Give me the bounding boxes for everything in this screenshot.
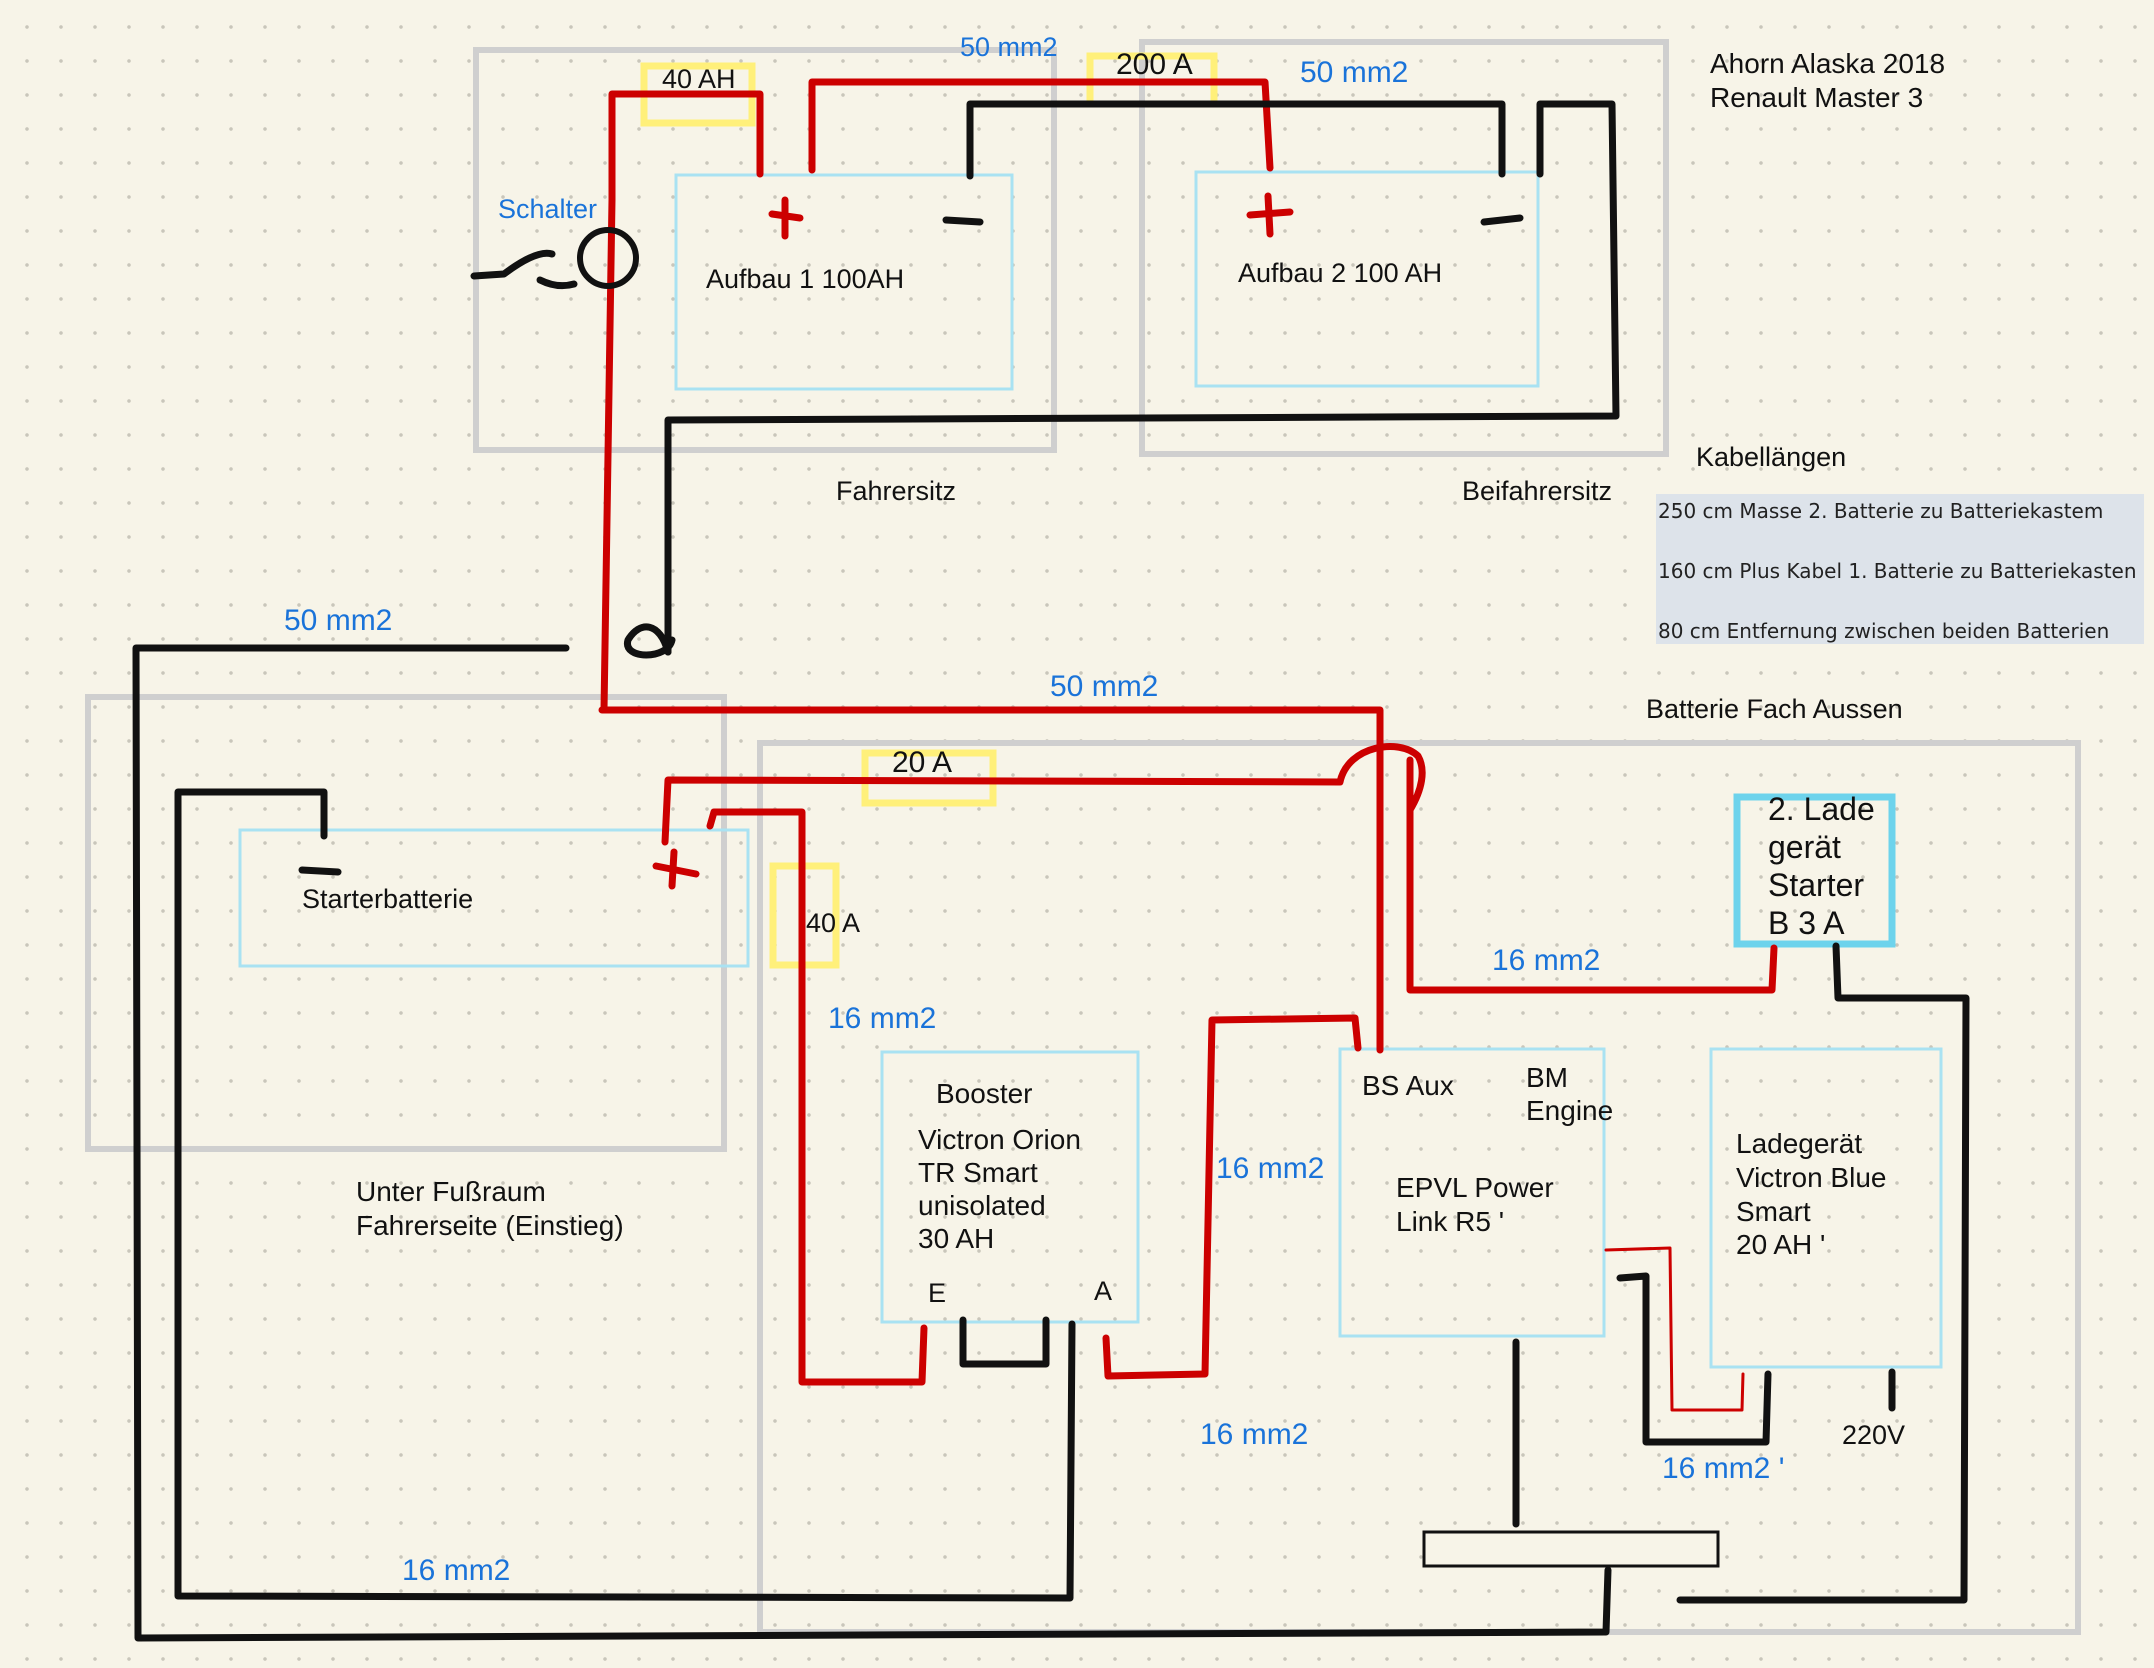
charger-2-label-1: 2. Lade xyxy=(1768,791,1875,827)
wire-booster-output xyxy=(1102,1014,1362,1380)
wire-epvl-to-charger xyxy=(1604,1246,1745,1412)
aux-battery-1-label: Aufbau 1 100AH xyxy=(706,264,905,294)
booster-output-label: A xyxy=(1094,1276,1113,1306)
aux-battery-2-box xyxy=(1194,170,1540,388)
wire-ground-bridge xyxy=(624,623,676,659)
charger-2-label-2: gerät xyxy=(1768,829,1841,865)
aux-battery-2-label: Aufbau 2 100 AH xyxy=(1238,258,1443,288)
charger-label-2: Victron Blue xyxy=(1736,1162,1887,1193)
plus-starter xyxy=(652,848,700,890)
epvl-box xyxy=(1338,1047,1606,1338)
wire-battery-link-200a xyxy=(808,78,1274,174)
charger-2-label-3: Starter xyxy=(1768,867,1865,903)
booster-label-3: TR Smart xyxy=(918,1157,1038,1188)
wire-label-charger2: 16 mm2 xyxy=(1492,944,1601,977)
booster-label-5: 30 AH xyxy=(918,1223,995,1254)
zone-label-footwell-1: Unter Fußraum xyxy=(356,1176,546,1207)
title-line-1: Ahorn Alaska 2018 xyxy=(1710,48,1946,79)
ground-busbar xyxy=(1422,1530,1720,1568)
title-line-2: Renault Master 3 xyxy=(1710,82,1924,113)
charger-2-box xyxy=(1733,793,1896,948)
switch-contact-right xyxy=(536,276,578,290)
wire-label-charger: 16 mm2 ' xyxy=(1662,1452,1785,1485)
booster-label-4: unisolated xyxy=(918,1190,1046,1221)
epvl-label-1: EPVL Power xyxy=(1396,1172,1554,1203)
fuse-20a-label: 20 A xyxy=(892,746,953,779)
minus-starter xyxy=(298,866,342,876)
switch-symbol xyxy=(577,227,639,289)
negative-wires xyxy=(132,100,1970,1642)
starter-battery-box xyxy=(238,828,750,968)
switch-contact-left xyxy=(470,249,556,280)
wire-battery2-ground xyxy=(664,100,1620,656)
minus-aux2 xyxy=(1480,214,1524,226)
cable-length-row: 80 cm Entfernung zwischen beiden Batteri… xyxy=(1658,619,2110,643)
starter-battery-label: Starterbatterie xyxy=(302,884,474,914)
charger-label-4: 20 AH ' xyxy=(1736,1229,1826,1260)
fuse-40ah-label: 40 AH xyxy=(662,64,736,94)
wire-label-left-mid: 50 mm2 xyxy=(284,604,393,637)
wire-charger-ground xyxy=(1616,1272,1772,1446)
plus-aux1 xyxy=(768,196,804,240)
zone-passenger-seat xyxy=(1139,39,1669,457)
booster-box xyxy=(880,1050,1140,1324)
plus-aux2 xyxy=(1246,192,1294,238)
wire-ground-loop xyxy=(132,644,1612,1642)
wire-starter-ground xyxy=(174,788,1076,1602)
positive-wires xyxy=(598,78,1778,1412)
zone-footwell xyxy=(85,694,727,1152)
wire-starter-to-epvl xyxy=(661,743,1426,846)
cable-lengths-heading: Kabellängen xyxy=(1696,442,1847,472)
cable-length-row: 250 cm Masse 2. Batterie zu Batteriekast… xyxy=(1658,499,2104,523)
minus-aux1 xyxy=(942,216,984,226)
charger-box xyxy=(1709,1047,1943,1369)
zone-label-passenger-seat: Beifahrersitz xyxy=(1462,476,1613,506)
cable-lengths-panel xyxy=(1656,494,2144,644)
booster-label-1: Booster xyxy=(936,1078,1033,1109)
epvl-port-bm: BM xyxy=(1526,1062,1568,1093)
wire-switch-to-battery1 xyxy=(600,90,764,714)
wire-label-booster-output: 16 mm2 xyxy=(1216,1152,1325,1185)
zone-label-driver-seat: Fahrersitz xyxy=(836,476,957,506)
wire-booster-input xyxy=(706,808,928,1386)
wire-label-top-left: 50 mm2 xyxy=(960,32,1058,62)
wire-booster-bridge xyxy=(959,1316,1050,1368)
epvl-port-bs-aux: BS Aux xyxy=(1362,1070,1454,1101)
wire-label-center-mid: 50 mm2 xyxy=(1050,670,1159,703)
charger-2-label-4: B 3 A xyxy=(1768,905,1845,941)
switch-label: Schalter xyxy=(498,194,598,224)
fuse-40a-label: 40 A xyxy=(806,908,861,938)
aux-battery-1-box xyxy=(674,173,1014,391)
wire-battery-ground-link xyxy=(966,100,1506,180)
zone-label-outer-compartment: Batterie Fach Aussen xyxy=(1646,694,1903,724)
fuse-200a-label: 200 A xyxy=(1116,48,1193,81)
wire-label-bottom-center: 16 mm2 xyxy=(1200,1418,1309,1451)
booster-label-2: Victron Orion xyxy=(918,1124,1081,1155)
cable-length-row: 160 cm Plus Kabel 1. Batterie zu Batteri… xyxy=(1658,559,2137,583)
wire-label-top-right: 50 mm2 xyxy=(1300,56,1409,89)
wire-main-to-epvl xyxy=(598,706,1384,1054)
charger-label-3: Smart xyxy=(1736,1196,1811,1227)
epvl-port-engine: Engine xyxy=(1526,1095,1614,1126)
wire-charger2 xyxy=(1406,756,1778,994)
epvl-label-2: Link R5 ' xyxy=(1396,1206,1505,1237)
booster-input-label: E xyxy=(928,1278,947,1308)
wire-label-booster-input: 16 mm2 xyxy=(828,1002,937,1035)
wire-charger2-ground xyxy=(1676,942,1970,1604)
zone-label-footwell-2: Fahrerseite (Einstieg) xyxy=(356,1210,624,1241)
zone-driver-seat xyxy=(473,47,1057,453)
charger-label-1: Ladegerät xyxy=(1736,1128,1863,1159)
mains-label: 220V xyxy=(1842,1420,1906,1450)
wire-label-bottom-left: 16 mm2 xyxy=(402,1554,511,1587)
